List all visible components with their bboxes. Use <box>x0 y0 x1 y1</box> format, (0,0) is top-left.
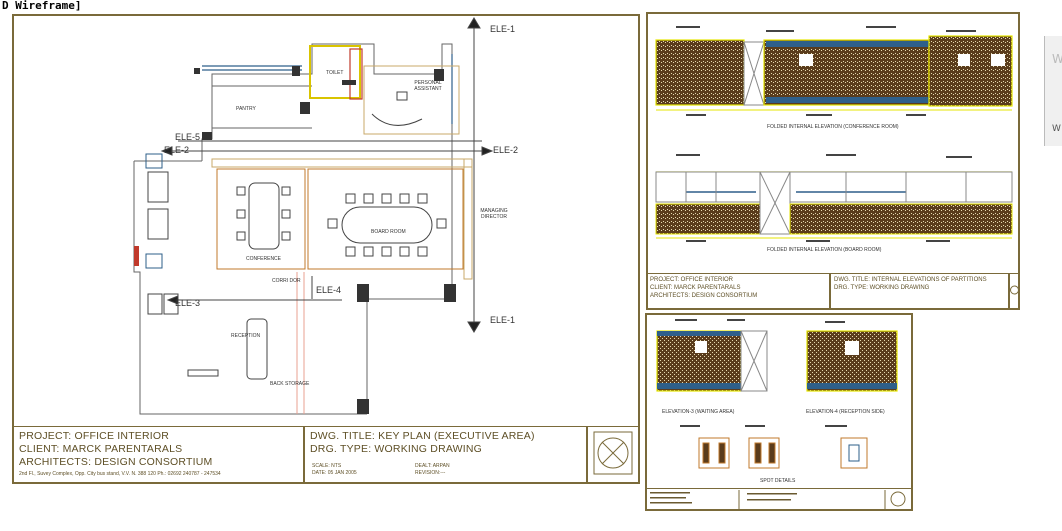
spot-details-drawing <box>698 437 868 469</box>
title-block-divider <box>303 426 305 482</box>
caption-elevation-4: ELEVATION-4 (RECEPTION SIDE) <box>806 409 885 415</box>
right-edge-letter-1: W <box>1052 52 1062 66</box>
caption-spot-details: SPOT DETAILS <box>760 478 796 484</box>
section-marker-ele4[interactable]: ELE-4 <box>316 285 342 295</box>
elev-tb-divider-2 <box>1008 273 1010 308</box>
elevations-title-block <box>648 273 1018 309</box>
elev-logo-icon <box>1010 285 1019 295</box>
elev-tb-project: PROJECT: OFFICE INTERIOR <box>650 277 734 283</box>
elev-tb-drg-type: DRG. TYPE: WORKING DRAWING <box>834 285 930 291</box>
room-label-conference: CONFERENCE <box>246 256 282 262</box>
tb-revision: REVISION:--- <box>415 470 446 476</box>
tb-architects: ARCHITECTS: DESIGN CONSORTIUM <box>19 456 213 468</box>
viewport-label[interactable]: D Wireframe] <box>0 0 84 12</box>
tb-project: PROJECT: OFFICE INTERIOR <box>19 430 170 442</box>
key-plan-sheet <box>12 14 640 484</box>
tb-dealt: DEALT: ARPAN <box>415 463 450 469</box>
north-logo-icon <box>593 431 633 475</box>
conference-room <box>216 168 306 270</box>
section-marker-ele2-right[interactable]: ELE-2 <box>493 145 519 155</box>
details-title-lines <box>650 490 906 509</box>
right-edge-letter-2: W <box>1052 124 1061 134</box>
details-title-block <box>647 488 911 510</box>
tb-date: DATE: 05 JAN 2005 <box>312 470 357 476</box>
section-marker-ele3[interactable]: ELE-3 <box>175 298 201 308</box>
conference-elevation <box>655 35 1013 111</box>
elev-tb-architects: ARCHITECTS: DESIGN CONSORTIUM <box>650 293 758 299</box>
room-label-managing-director: MANAGING DIRECTOR <box>480 208 508 220</box>
pa-room <box>363 65 460 135</box>
caption-board-elevation: FOLDED INTERNAL ELEVATION (BOARD ROOM) <box>767 247 882 253</box>
elev-tb-divider <box>829 273 831 308</box>
elevation-4-drawing <box>806 330 898 392</box>
elev-tb-client: CLIENT: MARCK PARENTARALS <box>650 285 741 291</box>
room-label-back-storage: BACK STORAGE <box>270 381 310 387</box>
room-label-pantry: PANTRY <box>236 106 256 112</box>
room-label-board-room: BOARD ROOM <box>371 229 406 235</box>
section-marker-ele1-top[interactable]: ELE-1 <box>490 24 516 34</box>
section-marker-ele5[interactable]: ELE-5 <box>175 132 201 142</box>
tb-drg-type: DRG. TYPE: WORKING DRAWING <box>310 443 483 455</box>
caption-conference-elevation: FOLDED INTERNAL ELEVATION (CONFERENCE RO… <box>767 124 899 130</box>
room-label-personal-assistant: PERSONAL ASSISTANT <box>414 80 442 92</box>
key-plan-drawing <box>133 17 494 415</box>
board-room <box>307 168 464 270</box>
room-label-corridor: CORRI DOR <box>272 278 301 284</box>
section-marker-ele1-bottom[interactable]: ELE-1 <box>490 315 516 325</box>
elevations-drawing <box>655 26 1013 242</box>
elevation-3-drawing <box>656 330 768 392</box>
tb-dwg-title: DWG. TITLE: KEY PLAN (EXECUTIVE AREA) <box>310 430 535 442</box>
caption-elevation-3: ELEVATION-3 (WAITING AREA) <box>662 409 735 415</box>
room-label-reception: RECEPTION <box>231 333 261 339</box>
tb-scale: SCALE: NTS <box>312 463 342 469</box>
tb-address: 2nd Fl., Suvey Complex, Opp. City bus st… <box>19 471 221 477</box>
board-elevation <box>655 171 1013 239</box>
section-marker-ele2-left[interactable]: ELE-2 <box>164 145 190 155</box>
title-block-divider-2 <box>586 426 588 482</box>
reception-counter <box>246 318 268 380</box>
room-label-toilet: TOILET <box>326 70 344 76</box>
right-edge-panel <box>1044 36 1062 146</box>
details-drawing <box>656 319 898 469</box>
key-plan-title-block <box>14 426 638 483</box>
tb-client: CLIENT: MARCK PARENTARALS <box>19 443 183 455</box>
elev-tb-dwg-title: DWG. TITLE: INTERNAL ELEVATIONS OF PARTI… <box>834 277 987 283</box>
toilet-room <box>309 45 361 99</box>
